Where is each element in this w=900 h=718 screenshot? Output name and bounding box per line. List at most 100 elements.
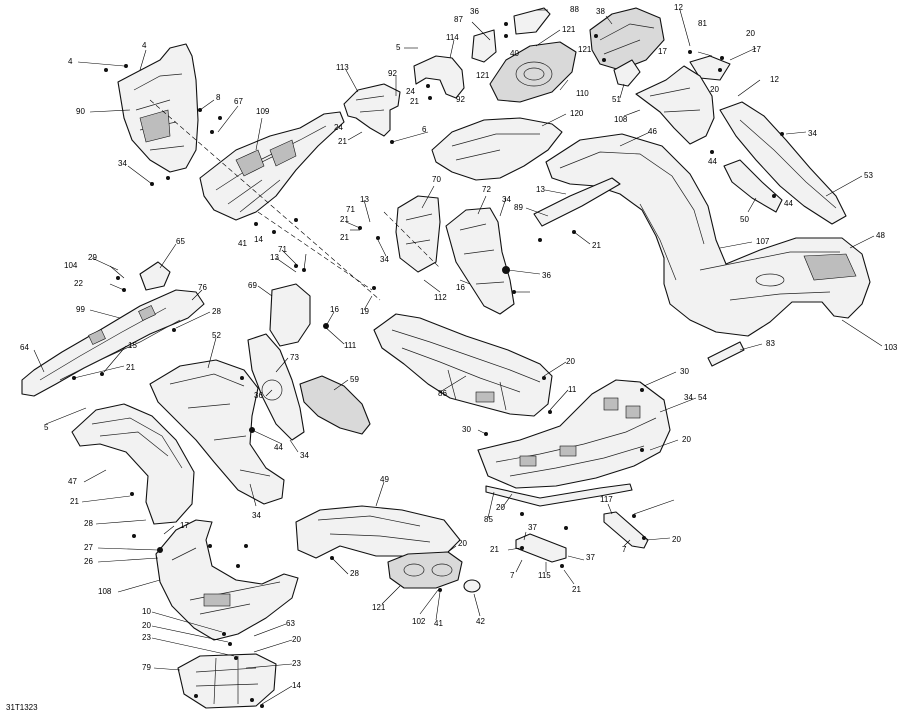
callout-label: 50 xyxy=(740,215,749,224)
callout-label: 17 xyxy=(752,45,761,54)
callout-label: 20 xyxy=(458,539,467,548)
callout-label: 38 xyxy=(596,7,605,16)
callout-label: 21 xyxy=(490,545,499,554)
callout-label: 28 xyxy=(84,519,93,528)
callout-label: 29 xyxy=(88,253,97,262)
callout-label: 20 xyxy=(142,621,151,630)
callout-label: 27 xyxy=(84,543,93,552)
callout-label: 20 xyxy=(672,535,681,544)
callout-label: 7 xyxy=(622,545,627,554)
callout-label: 107 xyxy=(756,237,770,246)
part-top-cap xyxy=(513,7,551,35)
callout-label: 49 xyxy=(380,475,389,484)
callout-label: 34 xyxy=(684,393,693,402)
callout-label: 11 xyxy=(568,385,577,394)
callout-label: 17 xyxy=(180,521,189,530)
part-footrest-plate xyxy=(177,653,277,709)
part-rear-rack xyxy=(477,379,671,489)
callout-label: 67 xyxy=(234,97,243,106)
callout-label: 21 xyxy=(340,233,349,242)
callout-label: 20 xyxy=(746,29,755,38)
callout-label: 41 xyxy=(434,619,443,628)
callout-label: 21 xyxy=(572,585,581,594)
callout-label: 26 xyxy=(84,557,93,566)
callout-label: 47 xyxy=(68,477,77,486)
part-fender-insert xyxy=(299,375,371,435)
callout-label: 36 xyxy=(254,391,263,400)
part-tie-rod-bar xyxy=(603,511,649,549)
callout-label: 79 xyxy=(142,663,151,672)
part-inner-bracket-left xyxy=(395,195,441,273)
leader-lines xyxy=(33,9,883,705)
callout-label: 114 xyxy=(446,33,459,42)
callout-label: 20 xyxy=(496,503,505,512)
callout-label: 70 xyxy=(432,175,441,184)
callout-label: 59 xyxy=(350,375,359,384)
callout-label: 34 xyxy=(252,511,261,520)
callout-label: 24 xyxy=(406,87,415,96)
callout-label: 117 xyxy=(600,495,613,504)
callout-label: 69 xyxy=(248,281,257,290)
callout-label: 37 xyxy=(528,523,537,532)
part-round-cap xyxy=(463,579,481,593)
callout-label: 4 xyxy=(68,57,73,66)
callout-label: 20 xyxy=(566,357,575,366)
callout-label: 81 xyxy=(698,19,707,28)
callout-label: 83 xyxy=(766,339,775,348)
part-front-storage-frame xyxy=(199,111,345,221)
callout-label: 6 xyxy=(422,125,427,134)
callout-label: 108 xyxy=(614,115,628,124)
callout-label: 71 xyxy=(346,205,355,214)
callout-label: 5 xyxy=(396,43,401,52)
callout-label: 89 xyxy=(514,203,523,212)
part-front-left-fender xyxy=(149,359,285,505)
callout-label: 13 xyxy=(270,253,279,262)
alignment-lines xyxy=(149,99,441,301)
part-front-fender-cover xyxy=(431,117,563,181)
callout-label: 92 xyxy=(456,95,465,104)
callout-label: 30 xyxy=(462,425,471,434)
part-rear-bracket-rail xyxy=(533,177,621,227)
callout-label: 102 xyxy=(412,617,426,626)
callout-label: 8 xyxy=(216,93,221,102)
callout-label: 90 xyxy=(76,107,85,116)
callout-label: 65 xyxy=(176,237,185,246)
callout-label: 41 xyxy=(238,239,247,248)
callout-label: 110 xyxy=(576,89,589,98)
callout-label: 92 xyxy=(388,69,397,78)
callout-label: 14 xyxy=(254,235,263,244)
callout-label: 21 xyxy=(410,97,419,106)
part-inner-fender-left xyxy=(247,333,305,441)
callout-label: 20 xyxy=(292,635,301,644)
callout-label: 52 xyxy=(212,331,221,340)
part-left-footrest-guard xyxy=(71,403,195,525)
callout-label: 24 xyxy=(334,123,343,132)
part-small-cover xyxy=(471,29,497,63)
callout-label: 7 xyxy=(510,571,515,580)
part-rack-rail xyxy=(485,483,633,507)
callout-label: 85 xyxy=(484,515,493,524)
part-reflector xyxy=(707,341,745,367)
callout-label: 86 xyxy=(438,389,447,398)
callout-label: 46 xyxy=(648,127,657,136)
callout-label: 113 xyxy=(336,63,349,72)
callout-label: 44 xyxy=(784,199,793,208)
callout-label: 51 xyxy=(612,95,621,104)
callout-label: 17 xyxy=(658,47,667,56)
callout-label: 34 xyxy=(118,159,127,168)
callout-label: 10 xyxy=(142,607,151,616)
part-rear-left-fender xyxy=(295,505,461,559)
callout-label: 76 xyxy=(198,283,207,292)
callout-label: 111 xyxy=(344,341,357,350)
callout-label: 21 xyxy=(340,215,349,224)
callout-label: 23 xyxy=(292,659,301,668)
callout-label: 108 xyxy=(98,587,112,596)
callout-label: 34 xyxy=(380,255,389,264)
part-right-footrest-panel xyxy=(719,101,847,225)
part-lower-side-trim xyxy=(723,159,783,213)
callout-label: 14 xyxy=(292,681,301,690)
part-taillight-housing xyxy=(387,551,463,589)
callout-label: 30 xyxy=(680,367,689,376)
callout-label: 53 xyxy=(864,171,873,180)
callout-label: 120 xyxy=(570,109,584,118)
